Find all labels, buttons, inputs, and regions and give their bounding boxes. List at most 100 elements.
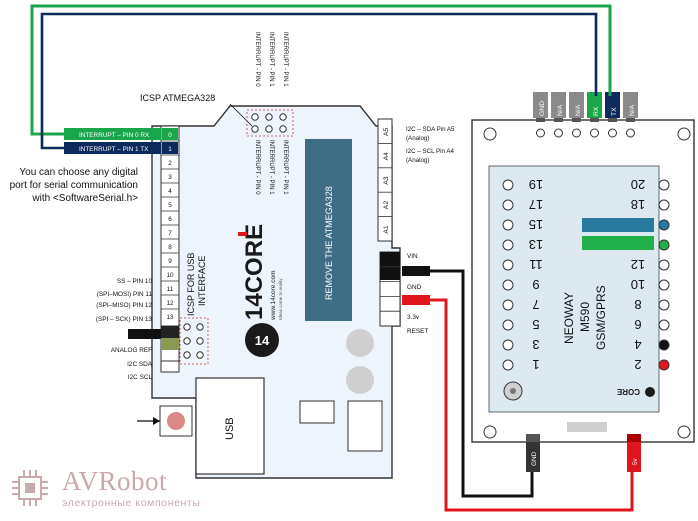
- intTop-label-1: INTERRUPT - PIN 1: [268, 32, 274, 87]
- gsm-right-pin-4: 12: [631, 257, 645, 272]
- navy-wire: [40, 12, 598, 150]
- digital-pin-label-2: 2: [168, 160, 172, 167]
- module-logo: CORE: [616, 387, 655, 397]
- digital-pin-5: [162, 198, 178, 210]
- serial-note: You can choose any digital port for seri…: [0, 166, 138, 205]
- analog-pin-A1: A1: [383, 225, 390, 234]
- top-pin-label-3: RX: [593, 106, 600, 116]
- icsp-atmega-pin: [265, 125, 273, 133]
- top-pin-5: [623, 92, 638, 118]
- analog-header: [377, 118, 393, 242]
- digital-pin-6: [162, 212, 178, 224]
- i2c-sda-label: I2C – SDA Pin A5: [406, 126, 455, 133]
- digital-pin-12: [162, 296, 178, 308]
- icsp-usb-header: [179, 317, 209, 365]
- gsm-module-board: [488, 165, 660, 413]
- tx-tag-label: INTERRUPT – PIN 1 TX: [79, 146, 149, 153]
- icsp-usb-pin: [196, 337, 204, 345]
- digital-pin-label-3: 3: [168, 174, 172, 181]
- digital-pin-7: [162, 226, 178, 238]
- top-pin-0: [533, 92, 548, 118]
- digital-pin-label-6: 6: [168, 216, 172, 223]
- digital-pin-3: [162, 170, 178, 182]
- left-label-1: (SPI–MOSI) PIN 11: [97, 291, 153, 298]
- left-label-6: I2C SDA: [127, 361, 153, 368]
- capacitor-1: [346, 329, 374, 357]
- top-pin-3: [587, 92, 602, 118]
- power-label-4: RESET: [407, 328, 428, 335]
- top-pin-label-5: N/A: [629, 104, 636, 116]
- gsm-left-pin-1: 1: [532, 357, 539, 372]
- 5v-power-tag: [402, 295, 430, 305]
- gsm-right-pin-5: 10: [631, 277, 645, 292]
- digital-pin-label-0: 0: [168, 132, 172, 139]
- icsp-atmega-pin: [279, 113, 287, 121]
- gsm-left-pin-17: 17: [529, 197, 543, 212]
- icsp-usb-pin: [183, 323, 191, 331]
- atmega-chip-label: REMOVE THE ATMEGA328: [324, 186, 334, 300]
- gsm-left-pin-3: 3: [532, 337, 539, 352]
- digital-pin-13: [162, 310, 178, 322]
- gsm-name-2: M590: [578, 302, 592, 332]
- icsp-usb-label-1: ICSP FOR USB: [186, 253, 196, 316]
- 14core-logo: 14 14CORE www.14core.com Ideas come to r…: [238, 224, 283, 357]
- digital-pin-4: [162, 184, 178, 196]
- tx-pin-tag: [582, 236, 654, 250]
- brand-wordmark: 14CORE: [241, 224, 268, 320]
- left-label-5: ANALOG REF: [111, 347, 152, 354]
- digital-pin-label-1: 1: [168, 146, 172, 153]
- component-2: [347, 400, 383, 452]
- brand-url: www.14core.com: [270, 271, 277, 322]
- icsp-usb-pin: [183, 337, 191, 345]
- top-pin-label-2: N/A: [575, 104, 582, 116]
- i2c-sda-sub: (Analog): [406, 135, 429, 142]
- sim-slot: [567, 422, 607, 432]
- intLow-label-1: INTERRUPT - PIN 1: [268, 140, 274, 195]
- power-header: [379, 251, 401, 327]
- black-wire: [430, 269, 534, 498]
- analog-pin-A3: A3: [383, 176, 390, 185]
- gsm-right-pin-0: 20: [631, 177, 645, 192]
- power-left-header: [160, 325, 180, 373]
- digital-pin-label-10: 10: [166, 272, 174, 279]
- digital-pin-11: [162, 282, 178, 294]
- gsm-left-pin-11: 11: [529, 257, 543, 272]
- rx-tag-label: INTERRUPT – PIN 0 RX: [79, 132, 150, 139]
- svg-text:14: 14: [255, 333, 270, 348]
- power-label-3: 3.3v: [407, 314, 420, 321]
- atmega-chip: [305, 139, 352, 321]
- top-pin-1: [551, 92, 566, 118]
- icsp-atmega-pin: [251, 125, 259, 133]
- gsm-right-pin-8: 4: [634, 337, 641, 352]
- i2c-scl-sub: (Analog): [406, 157, 429, 164]
- i2c-scl-label: I2C – SCL Pin A4: [406, 148, 454, 155]
- gsm-right-pin-1: 18: [631, 197, 645, 212]
- digital-pin-label-9: 9: [168, 258, 172, 265]
- intTop-label-2: INTERRUPT - PIN 1: [282, 32, 288, 87]
- digital-pin-label-4: 4: [168, 188, 172, 195]
- digital-pin-label-12: 12: [166, 300, 174, 307]
- gsm-left-pin-9: 9: [532, 277, 539, 292]
- digital-pin-9: [162, 254, 178, 266]
- rx-tag: [64, 128, 161, 140]
- icsp-atmega-pin: [251, 113, 259, 121]
- gsm-left-pin-5: 5: [532, 317, 539, 332]
- top-pin-label-0: GND: [539, 101, 546, 116]
- digital-pin-label-11: 11: [167, 286, 174, 293]
- digital-pin-label-13: 13: [166, 314, 174, 321]
- icsp-usb-pin: [196, 323, 204, 331]
- gsm-left-pin-13: 13: [529, 237, 543, 252]
- gsm-left-pin-7: 7: [532, 297, 539, 312]
- left-label-2: (SPI–MISO) PIN 12: [96, 302, 152, 309]
- digital-pin-label-7: 7: [168, 230, 172, 237]
- gsm-right-pin-7: 6: [634, 317, 641, 332]
- usb-label: USB: [224, 417, 236, 440]
- bottom-5v-pin: [627, 434, 641, 472]
- intTop-label-0: INTERRUPT - PIN 0: [254, 32, 260, 87]
- power-label-gnd2: GND: [407, 284, 422, 291]
- reset-button[interactable]: [167, 412, 185, 430]
- gsm-name-3: GSM/GPRS: [594, 285, 608, 350]
- bottom-5v-label: 5v: [632, 457, 639, 465]
- top-pin-4: [605, 92, 620, 118]
